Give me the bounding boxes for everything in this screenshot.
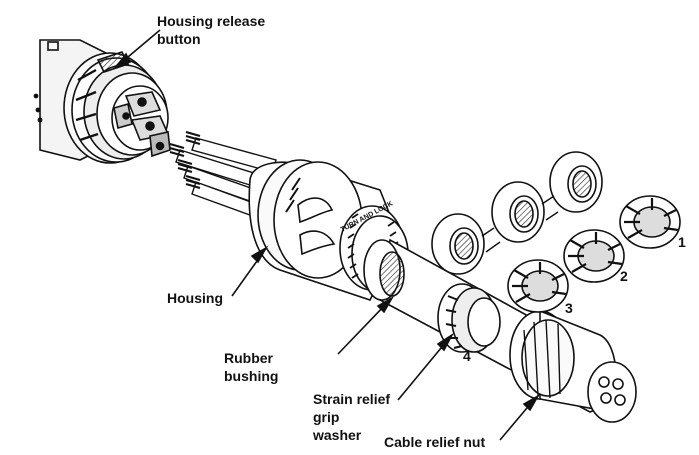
arrow-housing bbox=[231, 245, 269, 297]
label-housing: Housing bbox=[167, 290, 223, 306]
label-housing-release-button: Housing release button bbox=[157, 12, 265, 48]
arrow-strain-relief bbox=[397, 332, 455, 401]
arrow-cable-relief-nut bbox=[499, 393, 541, 441]
strain-relief-grip-washer bbox=[437, 283, 501, 353]
label-strain-relief-line3: washer bbox=[313, 427, 362, 443]
number-2: 2 bbox=[620, 268, 628, 284]
label-rubber-bushing-line2: bushing bbox=[224, 368, 279, 384]
number-4: 4 bbox=[463, 348, 471, 364]
cable-relief-nut bbox=[509, 309, 637, 423]
label-rubber-bushing-line1: Rubber bbox=[224, 350, 273, 366]
arrow-rubber-bushing bbox=[337, 295, 395, 355]
label-housing-release-line1: Housing release bbox=[157, 13, 266, 29]
label-cable-relief-nut: Cable relief nut bbox=[384, 434, 486, 450]
grip-washer-3 bbox=[507, 259, 569, 313]
label-strain-relief-line2: grip bbox=[313, 409, 340, 425]
arrow-housing-release bbox=[113, 29, 161, 69]
number-3: 3 bbox=[565, 300, 573, 316]
label-housing-release-line2: button bbox=[157, 31, 201, 47]
leader-lines bbox=[113, 29, 541, 441]
label-strain-relief-line1: Strain relief bbox=[313, 391, 391, 407]
connector-head bbox=[33, 39, 171, 164]
bushing-rings bbox=[431, 151, 603, 275]
label-rubber-bushing: Rubber bushing bbox=[224, 349, 278, 385]
housing: TURN AND LOCK bbox=[248, 159, 409, 301]
label-strain-relief-grip-washer: Strain relief grip washer bbox=[313, 390, 390, 444]
grip-washer-1 bbox=[619, 195, 681, 249]
grip-washers bbox=[507, 195, 681, 313]
number-1: 1 bbox=[678, 234, 686, 250]
grip-washer-2 bbox=[563, 229, 625, 283]
